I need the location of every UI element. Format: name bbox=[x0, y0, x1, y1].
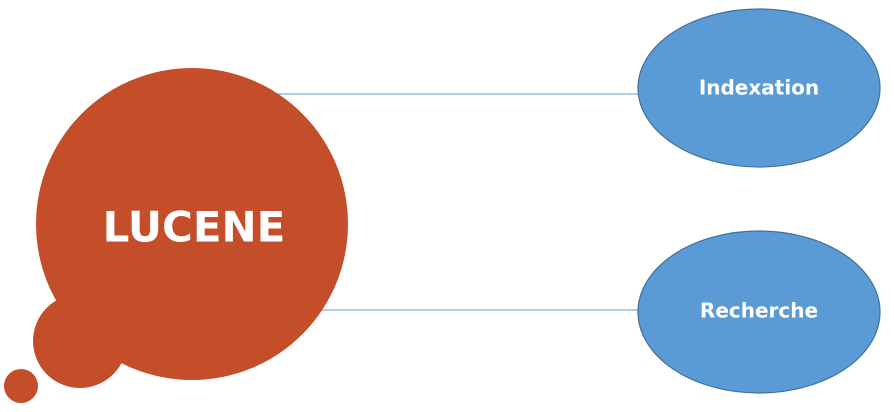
lucene-bubble: LUCENE bbox=[4, 68, 348, 403]
bubble-small-dot bbox=[4, 369, 38, 403]
node-indexation-label: Indexation bbox=[699, 76, 819, 100]
node-indexation: Indexation bbox=[637, 8, 881, 168]
node-recherche-label: Recherche bbox=[700, 299, 818, 323]
node-indexation-ellipse bbox=[637, 8, 881, 168]
node-recherche-ellipse bbox=[637, 230, 881, 394]
node-recherche: Recherche bbox=[637, 230, 881, 394]
bubble-main-circle bbox=[36, 68, 348, 380]
center-label: LUCENE bbox=[103, 203, 286, 252]
